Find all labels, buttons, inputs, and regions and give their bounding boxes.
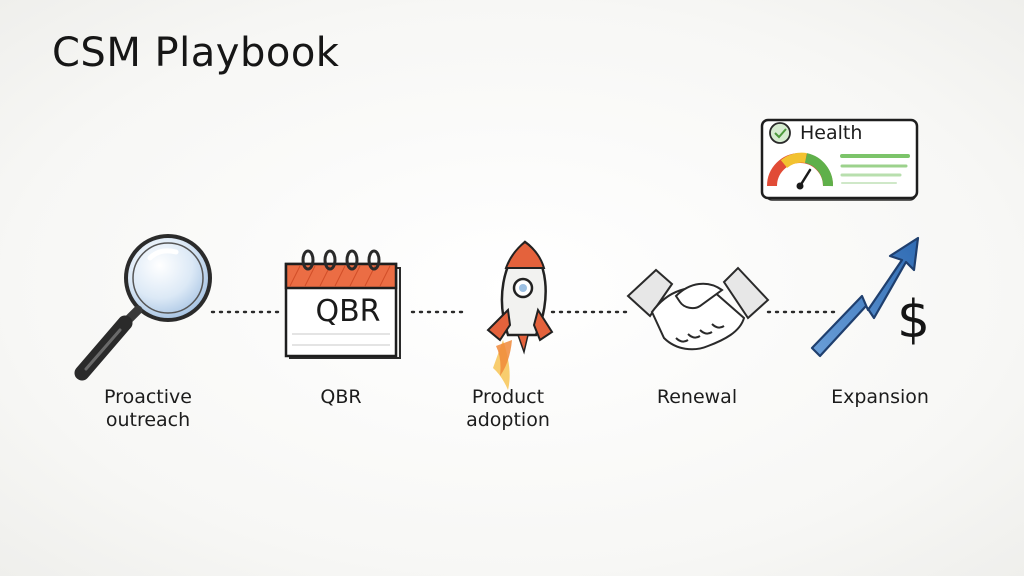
step-label-expansion: Expansion <box>831 386 929 408</box>
step-label-qbr: QBR <box>320 386 362 408</box>
upward-arrow-icon <box>810 236 920 358</box>
calendar-text: QBR <box>315 294 381 329</box>
rocket-icon <box>486 240 554 390</box>
step-label-renewal: Renewal <box>656 386 738 408</box>
health-status-icon <box>769 122 791 144</box>
handshake-icon <box>626 266 770 351</box>
step-label-product-adoption: Product adoption <box>466 386 550 431</box>
magnifying-glass-icon <box>74 234 212 381</box>
calendar-icon <box>284 249 401 359</box>
health-bars <box>840 154 910 184</box>
health-card <box>760 118 919 201</box>
dollar-sign: $ <box>897 290 931 350</box>
step-label-proactive-outreach: Proactive outreach <box>104 386 192 431</box>
gauge-icon <box>767 152 833 190</box>
health-label: Health <box>800 122 863 144</box>
page-title: CSM Playbook <box>52 30 340 76</box>
